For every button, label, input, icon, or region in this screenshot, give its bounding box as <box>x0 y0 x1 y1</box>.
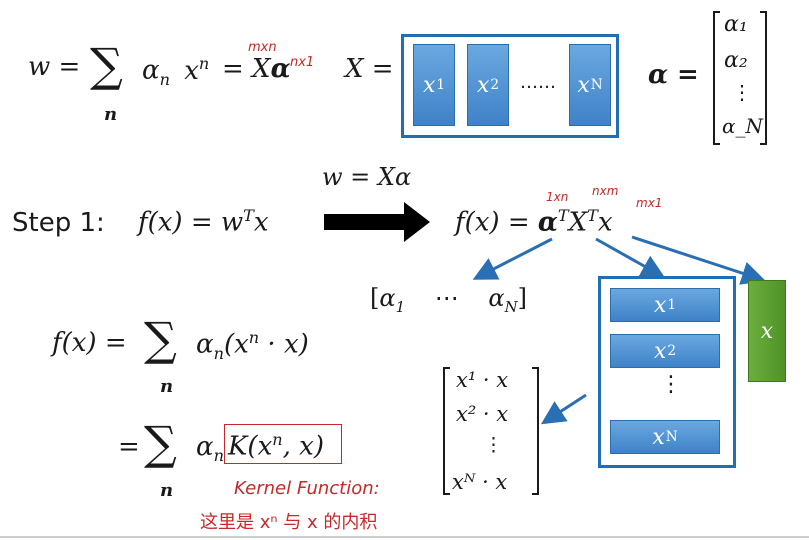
bottom-divider <box>0 536 809 538</box>
alpha-entry: α₁ <box>724 12 748 37</box>
kernel-sum-subscript: n <box>160 480 174 501</box>
w-equation: w = <box>28 52 80 82</box>
alpha-def-label: α = <box>648 60 699 90</box>
dot-entry: x¹ · x <box>456 368 509 392</box>
annotation-line2: 这里是 xⁿ 与 x 的内积 <box>200 512 378 533</box>
dot-entry: ⋮ <box>484 434 503 456</box>
X-matrix-box <box>401 34 619 138</box>
note-nx1: nx1 <box>290 55 315 70</box>
note-mx1: mx1 <box>636 196 663 210</box>
expansion-arrows <box>472 235 766 425</box>
arrow-label: w = Xα <box>322 163 412 191</box>
dot-entry: xᴺ · x <box>452 470 508 494</box>
XT-matrix-box <box>598 276 736 468</box>
note-1xn: 1xn <box>546 190 569 204</box>
step-label: Step 1: <box>12 208 105 238</box>
fx-wTx: f(x) = wTx <box>138 206 269 238</box>
fx-alphaTXTx: f(x) = αTXTx <box>455 206 613 238</box>
w-eq-label: w = <box>28 52 81 82</box>
row-vector: [α1 ⋯ αN] <box>370 284 527 316</box>
alpha-entry: ⋮ <box>732 80 752 104</box>
kernel-alpha: αn <box>196 432 224 466</box>
kernel-highlight-box <box>224 424 342 464</box>
kernel-eq: = <box>118 432 140 462</box>
note-nxm: nxm <box>592 184 619 198</box>
alpha-n-term: αn xn <box>142 54 210 89</box>
kernel-sum-symbol: ∑ <box>144 416 177 470</box>
kernel-function: K(xn, x) <box>228 430 324 462</box>
fx-sum-term: αn(xn · x) <box>196 328 309 363</box>
X-ellipsis: …… <box>520 72 556 93</box>
annotation-line1: Kernel Function: <box>234 478 380 499</box>
dot-entry: x² · x <box>456 402 509 426</box>
sum-symbol: ∑ <box>90 38 123 92</box>
fx-sum-symbol: ∑ <box>144 312 177 366</box>
note-mxn: mxn <box>248 40 277 55</box>
X-def-label: X = <box>345 54 394 84</box>
alpha-column-brackets <box>713 11 767 145</box>
big-arrow <box>324 202 430 242</box>
alpha-entry: α₂ <box>724 48 748 73</box>
fx-sum-subscript: n <box>160 376 174 397</box>
fx-sum-lhs: f(x) = <box>52 328 127 358</box>
dot-column-brackets <box>443 367 539 495</box>
sum-subscript: n <box>104 104 118 125</box>
eq-X-alpha: = Xα <box>222 54 291 84</box>
alpha-entry: α_N <box>722 114 764 138</box>
x-column-vector: x <box>748 280 786 382</box>
XT-vertical-dots: ⋮ <box>660 372 682 397</box>
